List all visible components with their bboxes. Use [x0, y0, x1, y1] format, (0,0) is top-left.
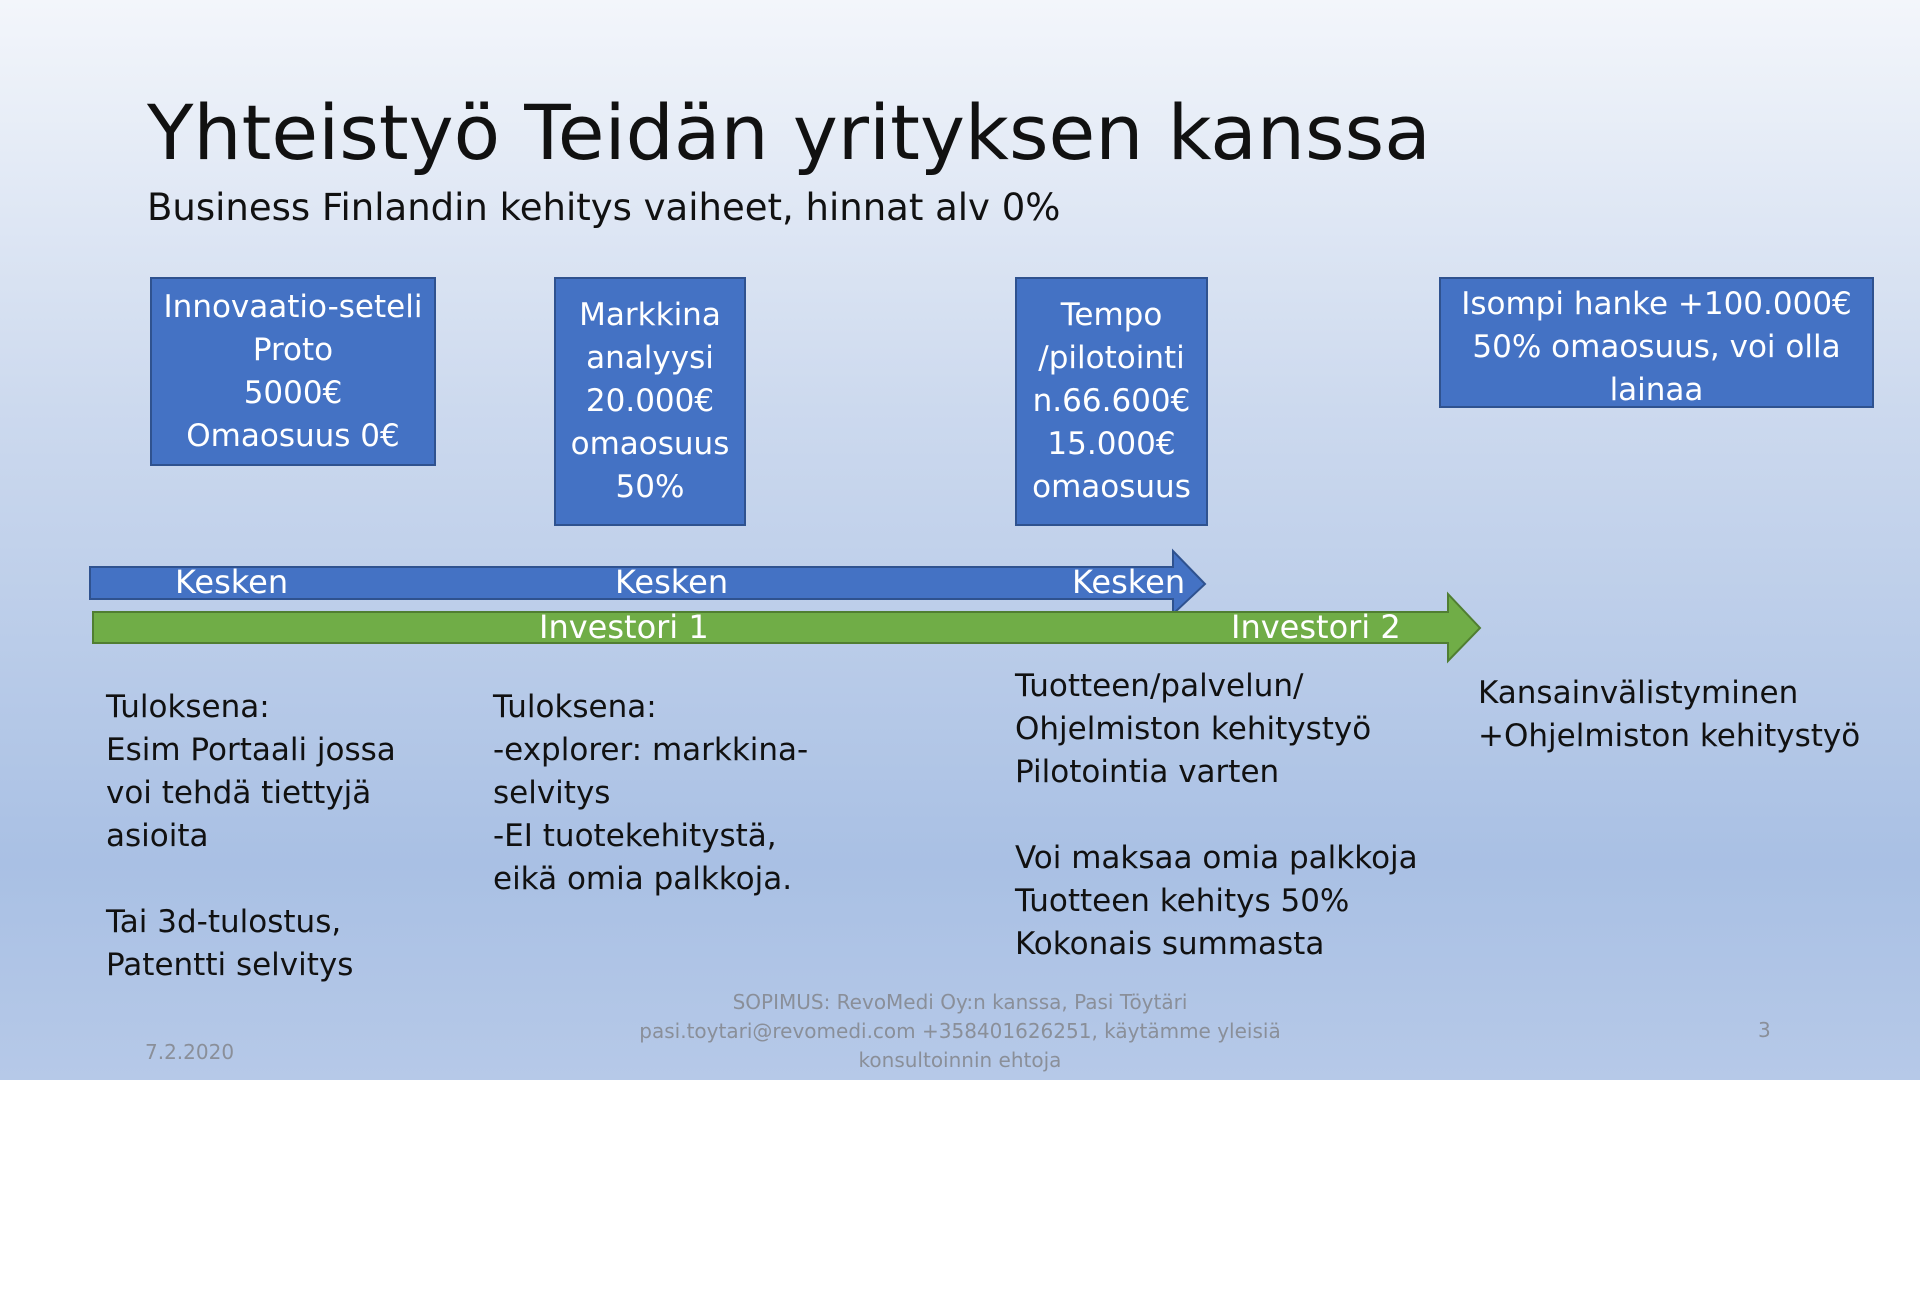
- box-line: /pilotointi: [1038, 340, 1185, 376]
- box-line: n.66.600€: [1032, 383, 1191, 419]
- result-text-2: Tuloksena: -explorer: markkina- selvitys…: [493, 686, 808, 901]
- result-line: Tai 3d-tulostus,: [106, 904, 342, 940]
- box-line: 50%: [615, 469, 685, 505]
- result-text-4: Kansainvälistyminen +Ohjelmiston kehitys…: [1478, 672, 1860, 758]
- result-text-1: Tuloksena: Esim Portaali jossa voi tehdä…: [106, 686, 396, 987]
- box-line: Tempo: [1060, 297, 1163, 333]
- box-line: 50% omaosuus, voi olla: [1472, 329, 1841, 365]
- result-line: Tuotteen/palvelun/: [1015, 668, 1304, 704]
- box-line: omaosuus: [1032, 469, 1191, 505]
- result-text-3: Tuotteen/palvelun/ Ohjelmiston kehitysty…: [1015, 665, 1418, 966]
- footer-line: konsultoinnin ehtoja: [858, 1048, 1062, 1072]
- result-line: voi tehdä tiettyjä: [106, 775, 372, 811]
- result-line: Kansainvälistyminen: [1478, 675, 1799, 711]
- green-arrow-label: Investori 2: [1231, 608, 1401, 646]
- result-line: Esim Portaali jossa: [106, 732, 396, 768]
- box-line: Proto: [252, 331, 334, 368]
- result-line: [1015, 794, 1418, 837]
- result-line: Voi maksaa omia palkkoja: [1015, 840, 1418, 876]
- box-line: lainaa: [1609, 372, 1704, 408]
- result-line: Tuotteen kehitys 50%: [1015, 883, 1350, 919]
- blue-arrow-label: Kesken: [1072, 563, 1186, 601]
- box-line: omaosuus: [570, 426, 730, 462]
- box-line: 15.000€: [1047, 426, 1176, 462]
- box-line: Innovaatio-seteli: [163, 288, 423, 325]
- result-line: Ohjelmiston kehitystyö: [1015, 711, 1372, 747]
- box-line: analyysi: [586, 340, 714, 376]
- footer-line: SOPIMUS: RevoMedi Oy:n kanssa, Pasi Töyt…: [732, 990, 1188, 1014]
- result-line: -EI tuotekehitystä,: [493, 818, 777, 854]
- result-line: Patentti selvitys: [106, 947, 354, 983]
- slide: Yhteistyö Teidän yrityksen kanssa Busine…: [0, 0, 1920, 1080]
- result-line: selvitys: [493, 775, 611, 811]
- phase-box-innovaatioseteli: Innovaatio-seteli Proto 5000€ Omaosuus 0…: [150, 277, 436, 466]
- green-investor-arrow: [92, 591, 1482, 664]
- result-line: asioita: [106, 818, 209, 854]
- result-line: Tuloksena:: [106, 689, 270, 725]
- phase-box-tempo: Tempo /pilotointi n.66.600€ 15.000€ omao…: [1015, 277, 1208, 526]
- timeline-arrows: [89, 548, 1482, 664]
- footer-line: pasi.toytari@revomedi.com +358401626251,…: [639, 1019, 1281, 1043]
- result-line: +Ohjelmiston kehitystyö: [1478, 718, 1861, 754]
- green-arrow-label: Investori 1: [539, 608, 709, 646]
- footer-date: 7.2.2020: [145, 1040, 235, 1064]
- slide-subtitle: Business Finlandin kehitys vaiheet, hinn…: [147, 186, 1061, 229]
- box-line: 20.000€: [585, 383, 715, 419]
- footer-contract-text: SOPIMUS: RevoMedi Oy:n kanssa, Pasi Töyt…: [620, 988, 1300, 1075]
- phase-box-isompi-hanke: Isompi hanke +100.000€ 50% omaosuus, voi…: [1439, 277, 1874, 408]
- result-line: -explorer: markkina-: [493, 732, 809, 768]
- box-line: Omaosuus 0€: [186, 417, 400, 454]
- result-line: eikä omia palkkoja.: [493, 861, 793, 897]
- result-line: Kokonais summasta: [1015, 926, 1325, 962]
- result-line: Tuloksena:: [493, 689, 657, 725]
- result-line: [106, 858, 396, 901]
- phase-box-markkina-analyysi: Markkina analyysi 20.000€ omaosuus 50%: [554, 277, 746, 526]
- page-number: 3: [1758, 1018, 1771, 1042]
- result-line: Pilotointia varten: [1015, 754, 1280, 790]
- blue-arrow-label: Kesken: [615, 563, 729, 601]
- slide-title: Yhteistyö Teidän yrityksen kanssa: [147, 88, 1431, 177]
- box-line: 5000€: [243, 374, 343, 411]
- box-line: Markkina: [579, 297, 721, 333]
- blue-timeline-arrow: [89, 548, 1207, 617]
- blue-arrow-label: Kesken: [175, 563, 289, 601]
- box-line: Isompi hanke +100.000€: [1461, 286, 1852, 322]
